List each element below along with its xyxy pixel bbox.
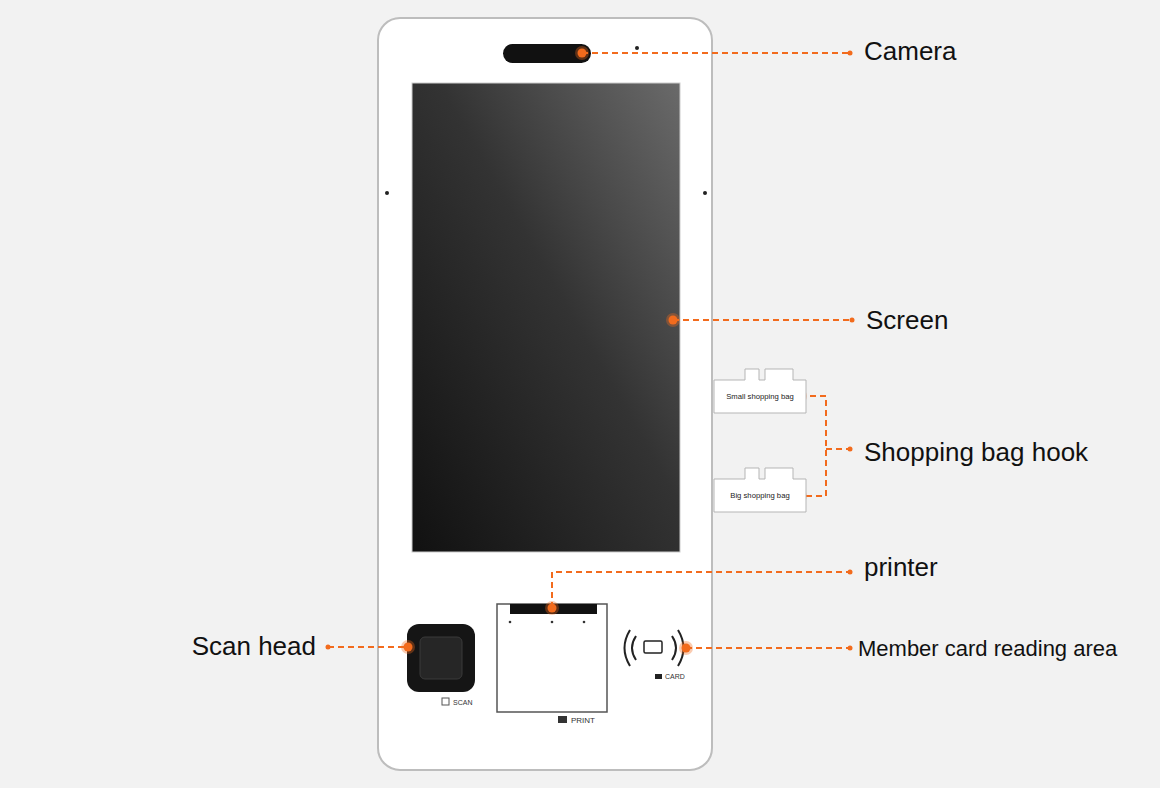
- callout-label: Screen: [866, 306, 948, 335]
- screen: [412, 83, 680, 552]
- hook-outline: [713, 465, 807, 513]
- camera: [503, 44, 591, 63]
- card-reader-icon: [625, 630, 684, 679]
- printer-dot: [509, 621, 512, 624]
- callout-label: Member card reading area: [858, 637, 1117, 661]
- bag-hook: Small shopping bag: [713, 366, 807, 414]
- mic-dot: [635, 46, 639, 50]
- kiosk-body: [378, 18, 712, 770]
- side-dot: [385, 191, 389, 195]
- scan-window: [420, 637, 462, 679]
- printer-dot: [583, 621, 586, 624]
- printer: [497, 604, 607, 712]
- bag-hook: Big shopping bag: [713, 465, 807, 513]
- print-icon: [558, 716, 567, 723]
- callout-label: printer: [864, 553, 938, 582]
- hook-outline: [713, 366, 807, 414]
- scan-head: [407, 624, 475, 692]
- callout-label: Scan head: [192, 632, 316, 661]
- panel-label: SCAN: [453, 699, 472, 707]
- side-dot: [703, 191, 707, 195]
- printer-dot: [551, 621, 554, 624]
- hook-label: Big shopping bag: [713, 492, 807, 500]
- hook-label: Small shopping bag: [713, 393, 807, 401]
- callout-label: Shopping bag hook: [864, 438, 1088, 467]
- callout-label: Camera: [864, 37, 956, 66]
- leader-dots: [326, 46, 855, 655]
- leader-lines: [328, 53, 852, 648]
- scan-icon: [442, 698, 449, 705]
- panel-label: CARD: [665, 673, 685, 681]
- panel-label: PRINT: [571, 717, 595, 726]
